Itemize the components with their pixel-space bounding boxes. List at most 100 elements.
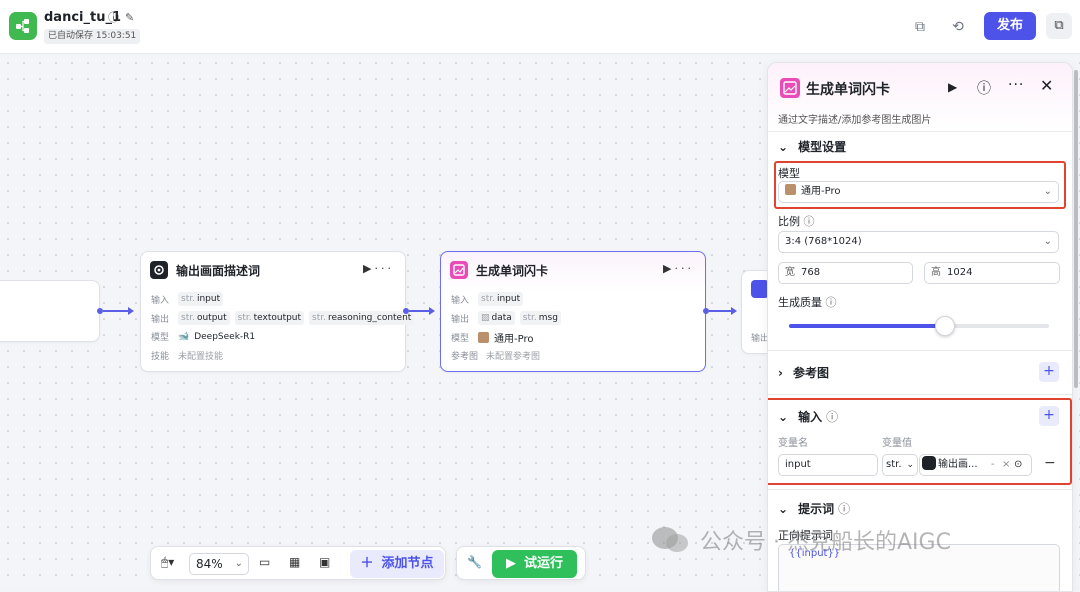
chevron-down-icon: ⌄ bbox=[778, 409, 789, 424]
chevron-down-icon: ⌄ bbox=[778, 501, 789, 516]
output-tag: str.textoutput bbox=[234, 311, 305, 325]
var-reference-select[interactable]: 输出画... - × ⊙ bbox=[919, 454, 1032, 476]
var-value-header: 变量值 bbox=[882, 438, 912, 449]
play-icon: ▶ bbox=[505, 556, 516, 571]
panel-title: 生成单词闪卡 bbox=[806, 82, 890, 98]
layout-icon[interactable]: ▦ bbox=[289, 555, 301, 569]
input-tag: str.input bbox=[178, 292, 224, 306]
positive-prompt-input[interactable]: {{input}} bbox=[778, 544, 1060, 591]
highlight-box bbox=[774, 161, 1066, 209]
ratio-label: 比例 ⓘ bbox=[778, 215, 815, 228]
image-type-icon: ▨ bbox=[481, 313, 490, 323]
add-node-button[interactable]: ＋添加节点 bbox=[350, 550, 444, 578]
output-port[interactable] bbox=[97, 308, 103, 314]
connection-line bbox=[409, 310, 431, 312]
highlight-box bbox=[768, 398, 1072, 485]
model-avatar-icon bbox=[478, 332, 489, 343]
info-icon: ⓘ bbox=[803, 215, 815, 228]
connection-arrow-icon bbox=[731, 307, 737, 315]
output-key: 输出 bbox=[451, 314, 470, 325]
copy-icon[interactable]: ⧉ bbox=[915, 19, 925, 35]
duplicate-icon[interactable]: ⧉ bbox=[1046, 13, 1072, 39]
wrench-icon[interactable]: 🔧 bbox=[467, 555, 482, 569]
test-run-button[interactable]: ▶试运行 bbox=[492, 550, 577, 578]
output-key: 输出 bbox=[151, 314, 170, 325]
model-label: 模型 bbox=[778, 167, 800, 180]
panel-description: 通过文字描述/添加参考图生成图片 bbox=[778, 115, 932, 126]
output-tag: ▨data bbox=[478, 311, 515, 325]
history-icon[interactable]: ⟲ bbox=[952, 19, 964, 35]
var-type-select[interactable]: str.⌄ bbox=[882, 454, 918, 476]
run-toolbar: 🔧 ▶试运行 bbox=[456, 546, 586, 580]
llm-icon bbox=[922, 456, 936, 470]
variable-picker-icon[interactable]: ⊙ bbox=[1014, 459, 1023, 470]
input-key: 输入 bbox=[151, 295, 170, 306]
help-icon[interactable]: ⓘ bbox=[977, 81, 991, 97]
image-gen-icon bbox=[780, 78, 800, 98]
node-title: 输出画面描述词 bbox=[176, 263, 261, 278]
info-icon: ⓘ bbox=[838, 502, 851, 516]
output-port[interactable] bbox=[403, 308, 409, 314]
model-avatar-icon bbox=[785, 184, 796, 195]
quality-label: 生成质量 ⓘ bbox=[778, 296, 837, 309]
input-key: 输入 bbox=[451, 295, 470, 306]
more-icon[interactable]: ··· bbox=[374, 262, 394, 275]
var-name-input[interactable]: input bbox=[778, 454, 878, 476]
app-title: danci_tu_1 bbox=[44, 10, 122, 25]
plus-icon: ＋ bbox=[360, 556, 374, 571]
skill-key: 技能 bbox=[151, 352, 170, 362]
slider-handle[interactable] bbox=[935, 316, 955, 336]
chevron-right-icon: › bbox=[778, 365, 783, 380]
reference-image-header[interactable]: ›参考图 bbox=[778, 365, 829, 381]
llm-node-describe[interactable]: 输出画面描述词 ▶··· 输入 str.input 输出 str.output … bbox=[140, 251, 415, 372]
mouse-mode-icon[interactable]: 🖱▾ bbox=[161, 555, 175, 569]
comment-icon[interactable]: ▭ bbox=[259, 555, 271, 569]
play-icon[interactable]: ▶ bbox=[663, 262, 675, 275]
add-input-button[interactable]: + bbox=[1039, 406, 1059, 426]
start-node-partial[interactable] bbox=[0, 280, 100, 342]
quality-slider[interactable] bbox=[789, 316, 1049, 336]
more-icon[interactable]: ··· bbox=[674, 262, 694, 275]
output-tag: str.reasoning_content bbox=[309, 311, 415, 325]
close-icon[interactable]: ✕ bbox=[1040, 76, 1054, 95]
chevron-down-icon: ⌄ bbox=[906, 460, 914, 470]
model-select[interactable]: 通用-Pro ⌄ bbox=[778, 181, 1059, 203]
output-tag: str.output bbox=[178, 311, 230, 325]
llm-icon bbox=[150, 261, 168, 279]
output-port[interactable] bbox=[703, 308, 709, 314]
ratio-select[interactable]: 3:4 (768*1024)⌄ bbox=[778, 231, 1059, 253]
deepseek-icon: 🐋 bbox=[178, 331, 190, 342]
publish-button[interactable]: 发布 bbox=[984, 12, 1036, 40]
info-icon: ⓘ bbox=[826, 410, 839, 424]
top-bar: danci_tu_1 ⓘ ✎ 已自动保存 15:03:51 ⧉ ⟲ 发布 ⧉ bbox=[0, 0, 1080, 54]
model-settings-header[interactable]: ⌄模型设置 bbox=[778, 139, 847, 155]
clear-icon[interactable]: × bbox=[1002, 459, 1011, 470]
more-icon[interactable]: ··· bbox=[1008, 77, 1025, 93]
app-logo-icon[interactable] bbox=[9, 12, 37, 40]
output-tag: str.msg bbox=[519, 311, 561, 325]
chevron-down-icon: ⌄ bbox=[778, 139, 789, 154]
input-tag: str.input bbox=[478, 292, 524, 306]
zoom-select[interactable]: 84%⌄ bbox=[189, 553, 249, 575]
panel-scrollbar[interactable] bbox=[1074, 70, 1078, 388]
positive-prompt-label: 正向提示词 bbox=[778, 529, 833, 542]
autosave-status: 已自动保存 15:03:51 bbox=[44, 29, 141, 44]
play-icon[interactable]: ▶ bbox=[363, 262, 375, 275]
canvas-toolbar: 🖱▾ 84%⌄ ▭ ▦ ▣ ＋添加节点 bbox=[150, 546, 446, 580]
info-icon[interactable]: ⓘ bbox=[108, 11, 119, 24]
minimap-icon[interactable]: ▣ bbox=[319, 555, 331, 569]
connection-arrow-icon bbox=[128, 307, 134, 315]
var-name-header: 变量名 bbox=[778, 438, 808, 449]
model-value: DeepSeek-R1 bbox=[194, 331, 256, 342]
edit-icon[interactable]: ✎ bbox=[125, 11, 135, 24]
image-node-flashcard[interactable]: 生成单词闪卡 ▶··· 输入 str.input 输出 ▨data str.ms… bbox=[440, 251, 706, 372]
remove-input-button[interactable]: − bbox=[1044, 455, 1056, 471]
play-icon[interactable]: ▶ bbox=[948, 80, 958, 94]
add-reference-button[interactable]: + bbox=[1039, 362, 1059, 382]
node-config-panel: 生成单词闪卡 ▶ ⓘ ··· ✕ 通过文字描述/添加参考图生成图片 ⌄模型设置 … bbox=[767, 62, 1073, 592]
image-gen-icon bbox=[450, 261, 468, 279]
